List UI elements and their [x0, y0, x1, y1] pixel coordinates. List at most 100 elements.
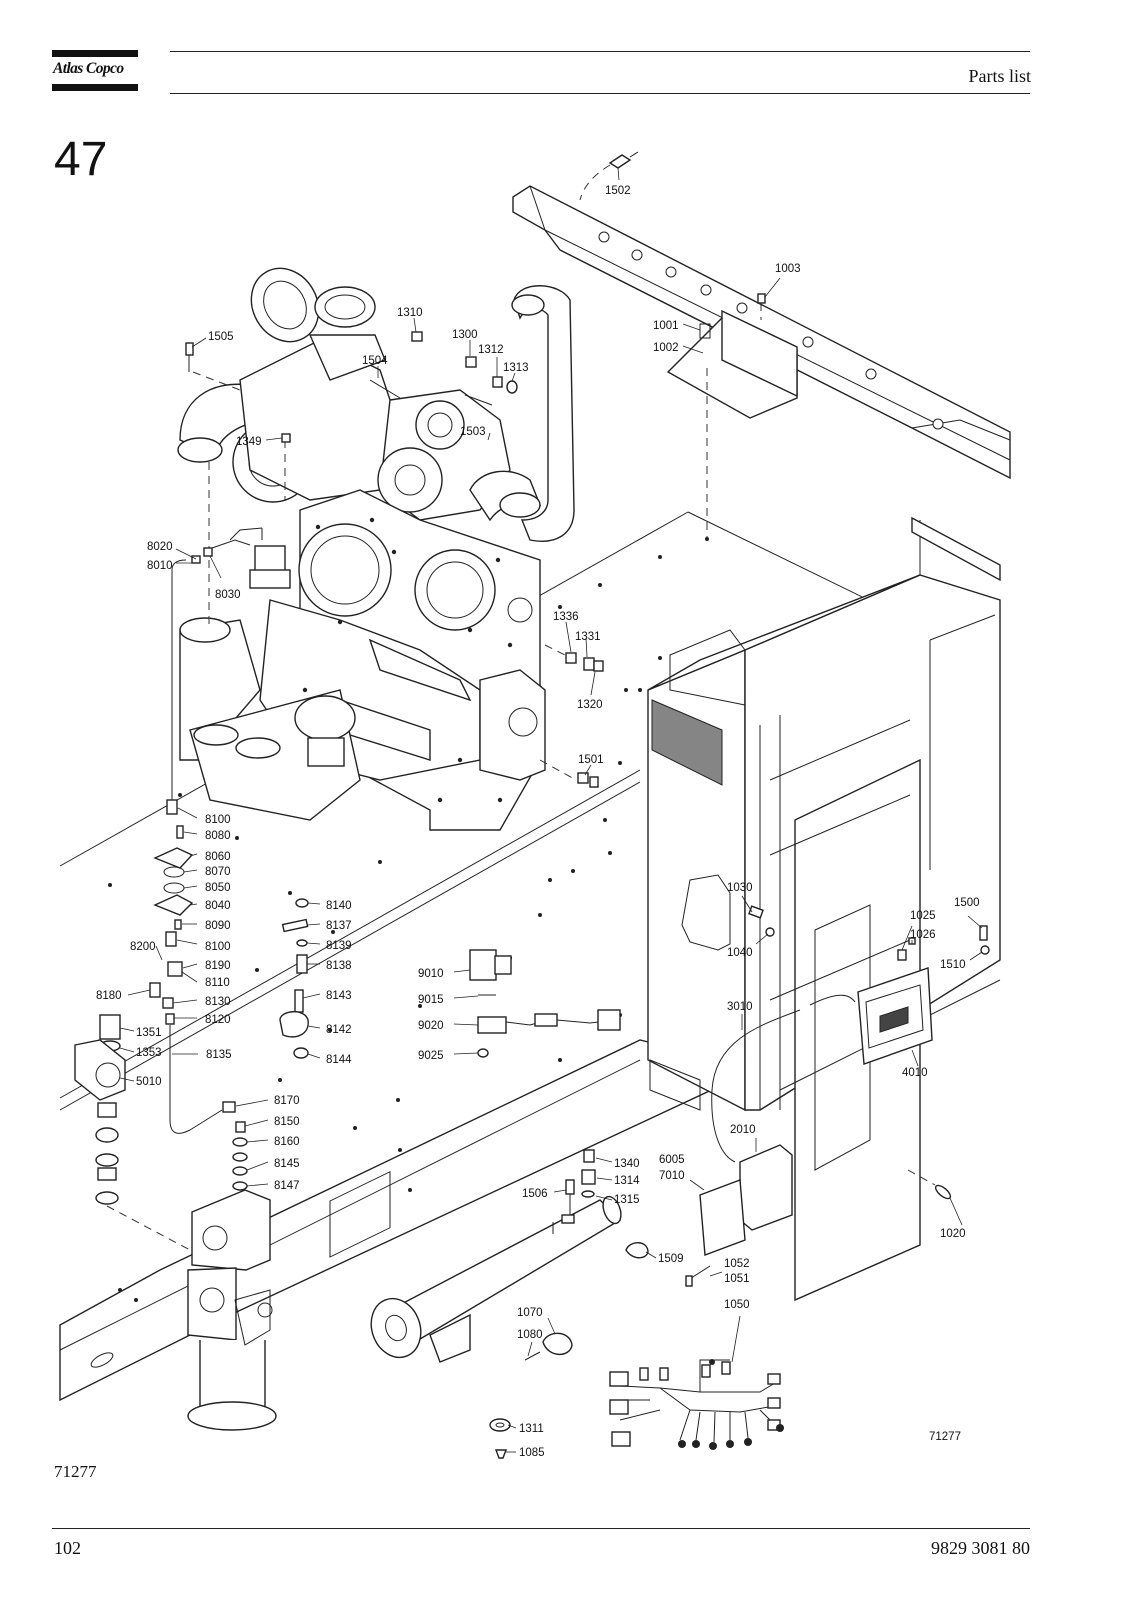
cooler-pipe [187, 1189, 277, 1431]
sensor-stack-1340 [565, 1149, 596, 1215]
logo-bar-top [52, 50, 138, 57]
label-7010: 7010 [659, 1170, 685, 1182]
label-1080: 1080 [517, 1329, 543, 1341]
label-1003: 1003 [775, 263, 801, 275]
label-9010: 9010 [418, 968, 444, 980]
label-8170: 8170 [274, 1095, 300, 1107]
label-1002: 1002 [653, 342, 679, 354]
leader-lines [119, 167, 983, 1453]
electrical-cubicle [647, 516, 1001, 1302]
label-1506: 1506 [522, 1188, 548, 1200]
label-8130: 8130 [205, 996, 231, 1008]
label-1313: 1313 [503, 362, 529, 374]
document-number: 9829 3081 80 [931, 1538, 1030, 1558]
label-8050: 8050 [205, 882, 231, 894]
label-1050: 1050 [724, 1299, 750, 1311]
wiring-harness-1050 [609, 1359, 784, 1450]
label-1349: 1349 [236, 436, 262, 448]
label-8150: 8150 [274, 1116, 300, 1128]
label-8060: 8060 [205, 851, 231, 863]
label-1001: 1001 [653, 320, 679, 332]
footer-rule [52, 1528, 1030, 1529]
label-8070: 8070 [205, 866, 231, 878]
header-rule-bottom [170, 93, 1030, 94]
label-1502: 1502 [605, 185, 631, 197]
label-1026: 1026 [910, 929, 936, 941]
label-8145: 8145 [274, 1158, 300, 1170]
label-1085: 1085 [519, 1447, 545, 1459]
label-1509: 1509 [658, 1253, 684, 1265]
label-1300: 1300 [452, 329, 478, 341]
label-1501: 1501 [578, 754, 604, 766]
chapter-number: 47 [54, 133, 108, 186]
label-8110: 8110 [205, 977, 230, 989]
page-title: Parts list [968, 66, 1031, 86]
fittings-8150-8147 [232, 1121, 248, 1210]
label-1504: 1504 [362, 355, 388, 367]
label-8090: 8090 [205, 920, 231, 932]
figure-ref-right: 71277 [929, 1431, 961, 1443]
label-8120: 8120 [205, 1014, 231, 1026]
label-8020: 8020 [147, 541, 173, 553]
label-2010: 2010 [730, 1124, 756, 1136]
pressure-switch-8030 [171, 527, 291, 800]
label-1314: 1314 [614, 1175, 640, 1187]
solenoid-valve-9010 [469, 949, 621, 1058]
label-1315: 1315 [614, 1194, 640, 1206]
label-1320: 1320 [577, 699, 603, 711]
label-8030: 8030 [215, 589, 241, 601]
label-1052: 1052 [724, 1258, 750, 1270]
label-8190: 8190 [205, 960, 231, 972]
label-8200: 8200 [130, 941, 156, 953]
label-1312: 1312 [478, 344, 504, 356]
label-1311: 1311 [519, 1423, 544, 1435]
label-1351: 1351 [136, 1027, 162, 1039]
discharge-tube [370, 1195, 622, 1363]
small-parts-bottom [489, 1242, 711, 1459]
controller-4010 [857, 967, 933, 1065]
label-5010: 5010 [136, 1076, 162, 1088]
label-1310: 1310 [397, 307, 423, 319]
figure-reference: 71277 [54, 1462, 97, 1481]
cable-3010 [711, 1009, 801, 1163]
atlas-copco-logo: Atlas Copco [52, 50, 138, 92]
unloader-assembly [149, 799, 236, 1134]
label-8160: 8160 [274, 1136, 300, 1148]
label-1051: 1051 [724, 1273, 750, 1285]
logo-text: Atlas Copco [53, 60, 124, 77]
electronics-boxes [699, 1144, 793, 1256]
label-8138: 8138 [326, 960, 352, 972]
label-8137: 8137 [326, 920, 352, 932]
label-1020: 1020 [940, 1228, 966, 1240]
label-1030: 1030 [727, 882, 753, 894]
label-6005: 6005 [659, 1154, 685, 1166]
label-1340: 1340 [614, 1158, 640, 1170]
compressor-element [177, 267, 575, 831]
label-8144: 8144 [326, 1054, 352, 1066]
bracket-1001 [666, 309, 798, 541]
header-rule-top [170, 51, 1030, 52]
position-labels: 1502 1003 1001 1002 1310 1300 1312 1313 … [96, 185, 980, 1459]
label-1336: 1336 [553, 611, 579, 623]
label-9025: 9025 [418, 1050, 444, 1062]
logo-bar-bottom [52, 84, 138, 91]
label-1070: 1070 [517, 1307, 543, 1319]
sensor-1502 [579, 151, 639, 201]
label-8040: 8040 [205, 900, 231, 912]
label-1353: 1353 [136, 1047, 162, 1059]
label-8100-top: 8100 [205, 814, 231, 826]
label-9020: 9020 [418, 1020, 444, 1032]
label-8135: 8135 [206, 1049, 232, 1061]
label-1500: 1500 [954, 897, 980, 909]
label-8143: 8143 [326, 990, 352, 1002]
label-8010: 8010 [147, 560, 173, 572]
label-1503: 1503 [460, 426, 486, 438]
label-1510: 1510 [940, 959, 966, 971]
clamp-parts [279, 898, 309, 1059]
label-3010: 3010 [727, 1001, 753, 1013]
label-8139: 8139 [326, 940, 352, 952]
label-8080: 8080 [205, 830, 231, 842]
label-8180: 8180 [96, 990, 122, 1002]
label-1331: 1331 [575, 631, 601, 643]
